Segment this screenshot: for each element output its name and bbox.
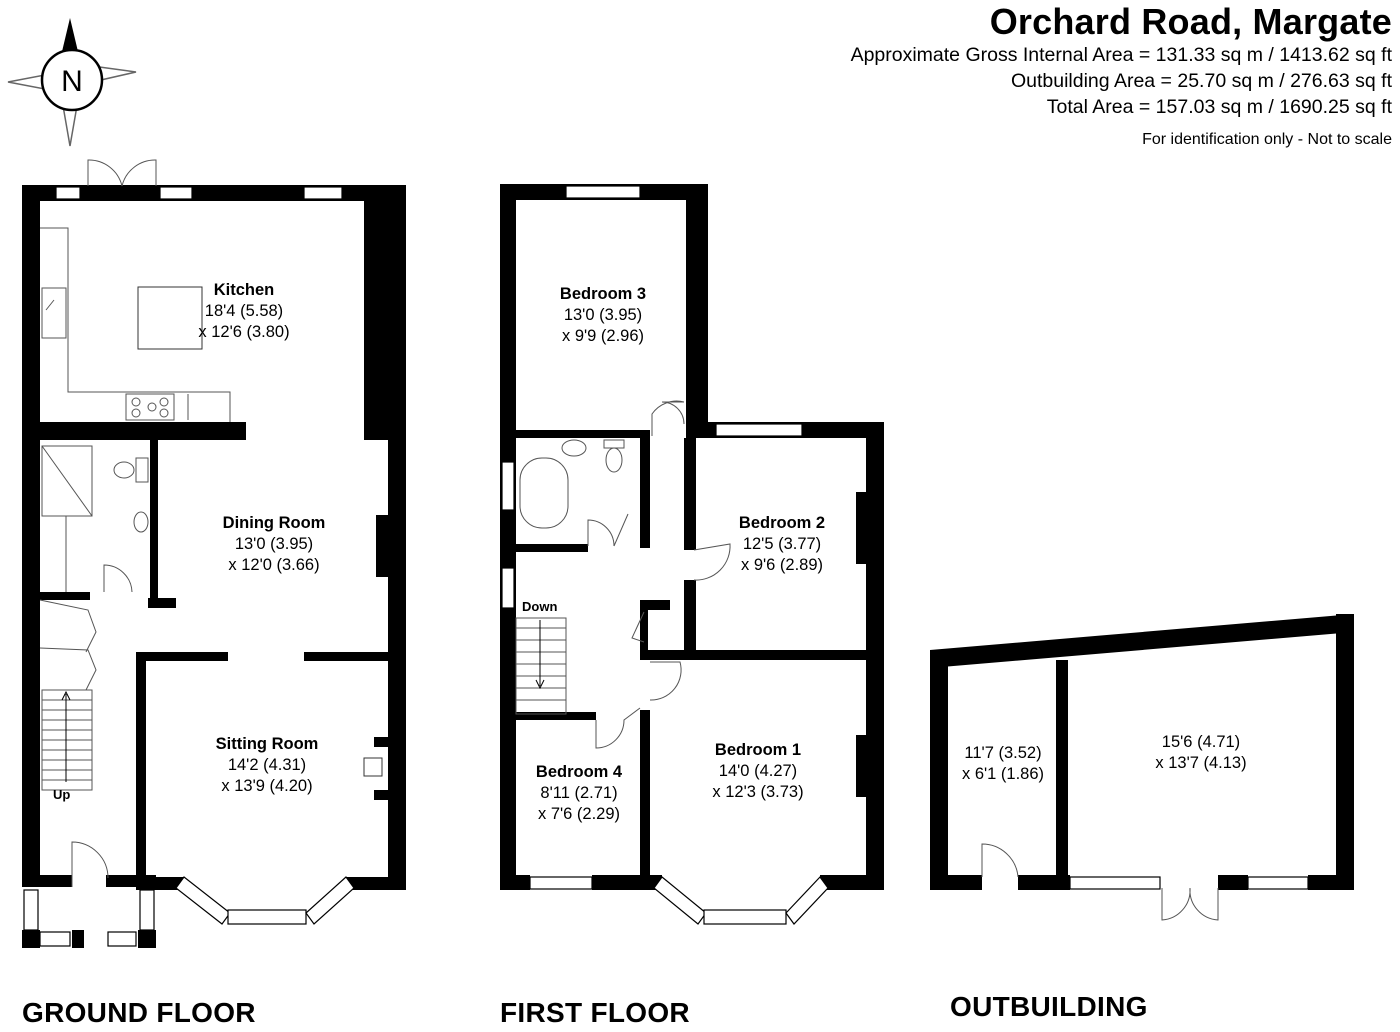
outbuilding-plan <box>930 614 1354 890</box>
ground-floor-details <box>39 159 383 887</box>
outbuilding-details <box>981 843 1219 921</box>
room-label-bedroom-3: Bedroom 3 13'0 (3.95) x 9'9 (2.96) <box>560 284 646 347</box>
plan-header: Orchard Road, Margate Approximate Gross … <box>851 2 1392 150</box>
room-name: Kitchen <box>213 281 275 299</box>
room-name: Bedroom 4 <box>535 763 623 781</box>
compass-north-label: N <box>61 65 83 98</box>
stairs-up-label: Up <box>53 787 71 802</box>
room-dimension: x 7'6 (2.29) <box>537 805 621 823</box>
room-dimension: 13'0 (3.95) <box>563 306 643 324</box>
room-dimension: x 13'7 (4.13) <box>1155 754 1247 772</box>
room-dimension: 15'6 (4.71) <box>1161 733 1241 751</box>
room-label-bedroom-2: Bedroom 2 12'5 (3.77) x 9'6 (2.89) <box>739 513 825 576</box>
compass-rose-icon: N <box>7 18 137 147</box>
room-label-dining-room: Dining Room 13'0 (3.95) x 12'0 (3.66) <box>223 513 326 576</box>
room-dimension: x 6'1 (1.86) <box>961 765 1045 783</box>
room-dimension: x 9'9 (2.96) <box>561 327 645 345</box>
ground-floor-plan <box>22 185 406 948</box>
room-name: Sitting Room <box>215 735 319 753</box>
room-dimension: x 12'3 (3.73) <box>712 783 804 801</box>
room-name: Bedroom 2 <box>738 514 826 532</box>
scale-disclaimer: For identification only - Not to scale <box>1142 131 1392 148</box>
property-title: Orchard Road, Margate <box>989 1 1392 42</box>
room-label-kitchen: Kitchen 18'4 (5.58) x 12'6 (3.80) <box>198 280 289 343</box>
room-label-outbuilding-large: 15'6 (4.71) x 13'7 (4.13) <box>1155 732 1246 774</box>
room-dimension: x 9'6 (2.89) <box>740 556 824 574</box>
outbuilding-windows <box>1069 876 1309 890</box>
room-label-bedroom-4: Bedroom 4 8'11 (2.71) x 7'6 (2.29) <box>536 762 622 825</box>
room-label-sitting-room: Sitting Room 14'2 (4.31) x 13'9 (4.20) <box>216 734 319 797</box>
room-name: Dining Room <box>222 514 326 532</box>
room-dimension: 14'0 (4.27) <box>718 762 798 780</box>
floor-label-ground: GROUND FLOOR <box>22 997 256 1028</box>
room-label-outbuilding-small: 11'7 (3.52) x 6'1 (1.86) <box>962 743 1044 785</box>
room-label-bedroom-1: Bedroom 1 14'0 (4.27) x 12'3 (3.73) <box>712 740 803 803</box>
room-dimension: x 12'6 (3.80) <box>198 323 290 341</box>
room-dimension: 18'4 (5.58) <box>204 302 284 320</box>
room-dimension: 12'5 (3.77) <box>742 535 822 553</box>
first-floor-plan <box>500 184 884 890</box>
room-name: Bedroom 3 <box>559 285 647 303</box>
room-dimension: 14'2 (4.31) <box>227 756 307 774</box>
room-dimension: 8'11 (2.71) <box>540 784 618 802</box>
room-name: Bedroom 1 <box>714 741 802 759</box>
room-dimension: 13'0 (3.95) <box>234 535 314 553</box>
room-dimension: x 12'0 (3.66) <box>228 556 320 574</box>
floor-label-first: FIRST FLOOR <box>500 997 690 1028</box>
gross-internal-area: Approximate Gross Internal Area = 131.33… <box>850 44 1392 66</box>
stairs-down-label: Down <box>522 599 558 614</box>
first-floor-windows <box>501 185 829 925</box>
floor-label-outbuilding: OUTBUILDING <box>950 991 1148 1022</box>
first-floor-details <box>515 400 731 749</box>
room-dimension: 11'7 (3.52) <box>964 744 1042 762</box>
ground-floor-windows <box>23 186 355 947</box>
outbuilding-area: Outbuilding Area = 25.70 sq m / 276.63 s… <box>1010 70 1392 92</box>
room-dimension: x 13'9 (4.20) <box>221 777 313 795</box>
total-area: Total Area = 157.03 sq m / 1690.25 sq ft <box>1046 96 1392 118</box>
